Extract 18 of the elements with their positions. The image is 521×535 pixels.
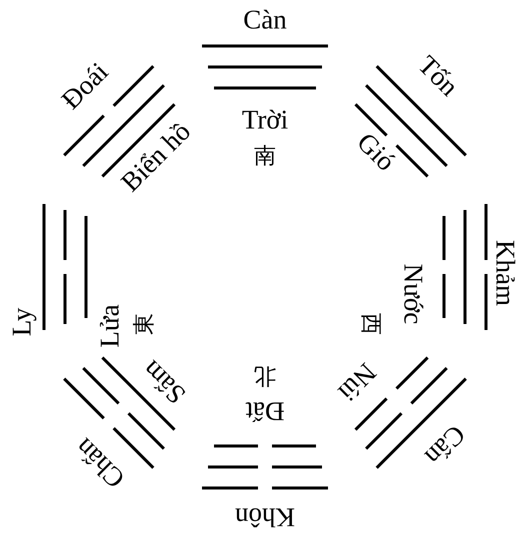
direction-character: 東 bbox=[134, 313, 156, 335]
trigram-name: Khảm bbox=[492, 240, 518, 306]
direction-character: 北 bbox=[254, 364, 276, 386]
trigram-name: Càn bbox=[243, 6, 287, 34]
element-name: Biển hồ bbox=[116, 118, 196, 196]
element-name: Lửa bbox=[96, 304, 124, 348]
trigram-name: Ly bbox=[8, 308, 36, 336]
element-name: Nước bbox=[400, 264, 426, 324]
element-name: Đất bbox=[246, 398, 284, 424]
element-name: Trời bbox=[242, 106, 288, 134]
direction-character: 南 bbox=[254, 146, 276, 168]
trigram-name: Cấn bbox=[420, 420, 470, 470]
trigram-name: Khôn bbox=[235, 504, 295, 530]
element-name: Sấm bbox=[137, 355, 191, 409]
trigram-name: Tốn bbox=[413, 51, 463, 101]
direction-character: 西 bbox=[359, 313, 381, 335]
element-name: Núi bbox=[333, 358, 381, 406]
element-name: Gió bbox=[352, 128, 400, 176]
